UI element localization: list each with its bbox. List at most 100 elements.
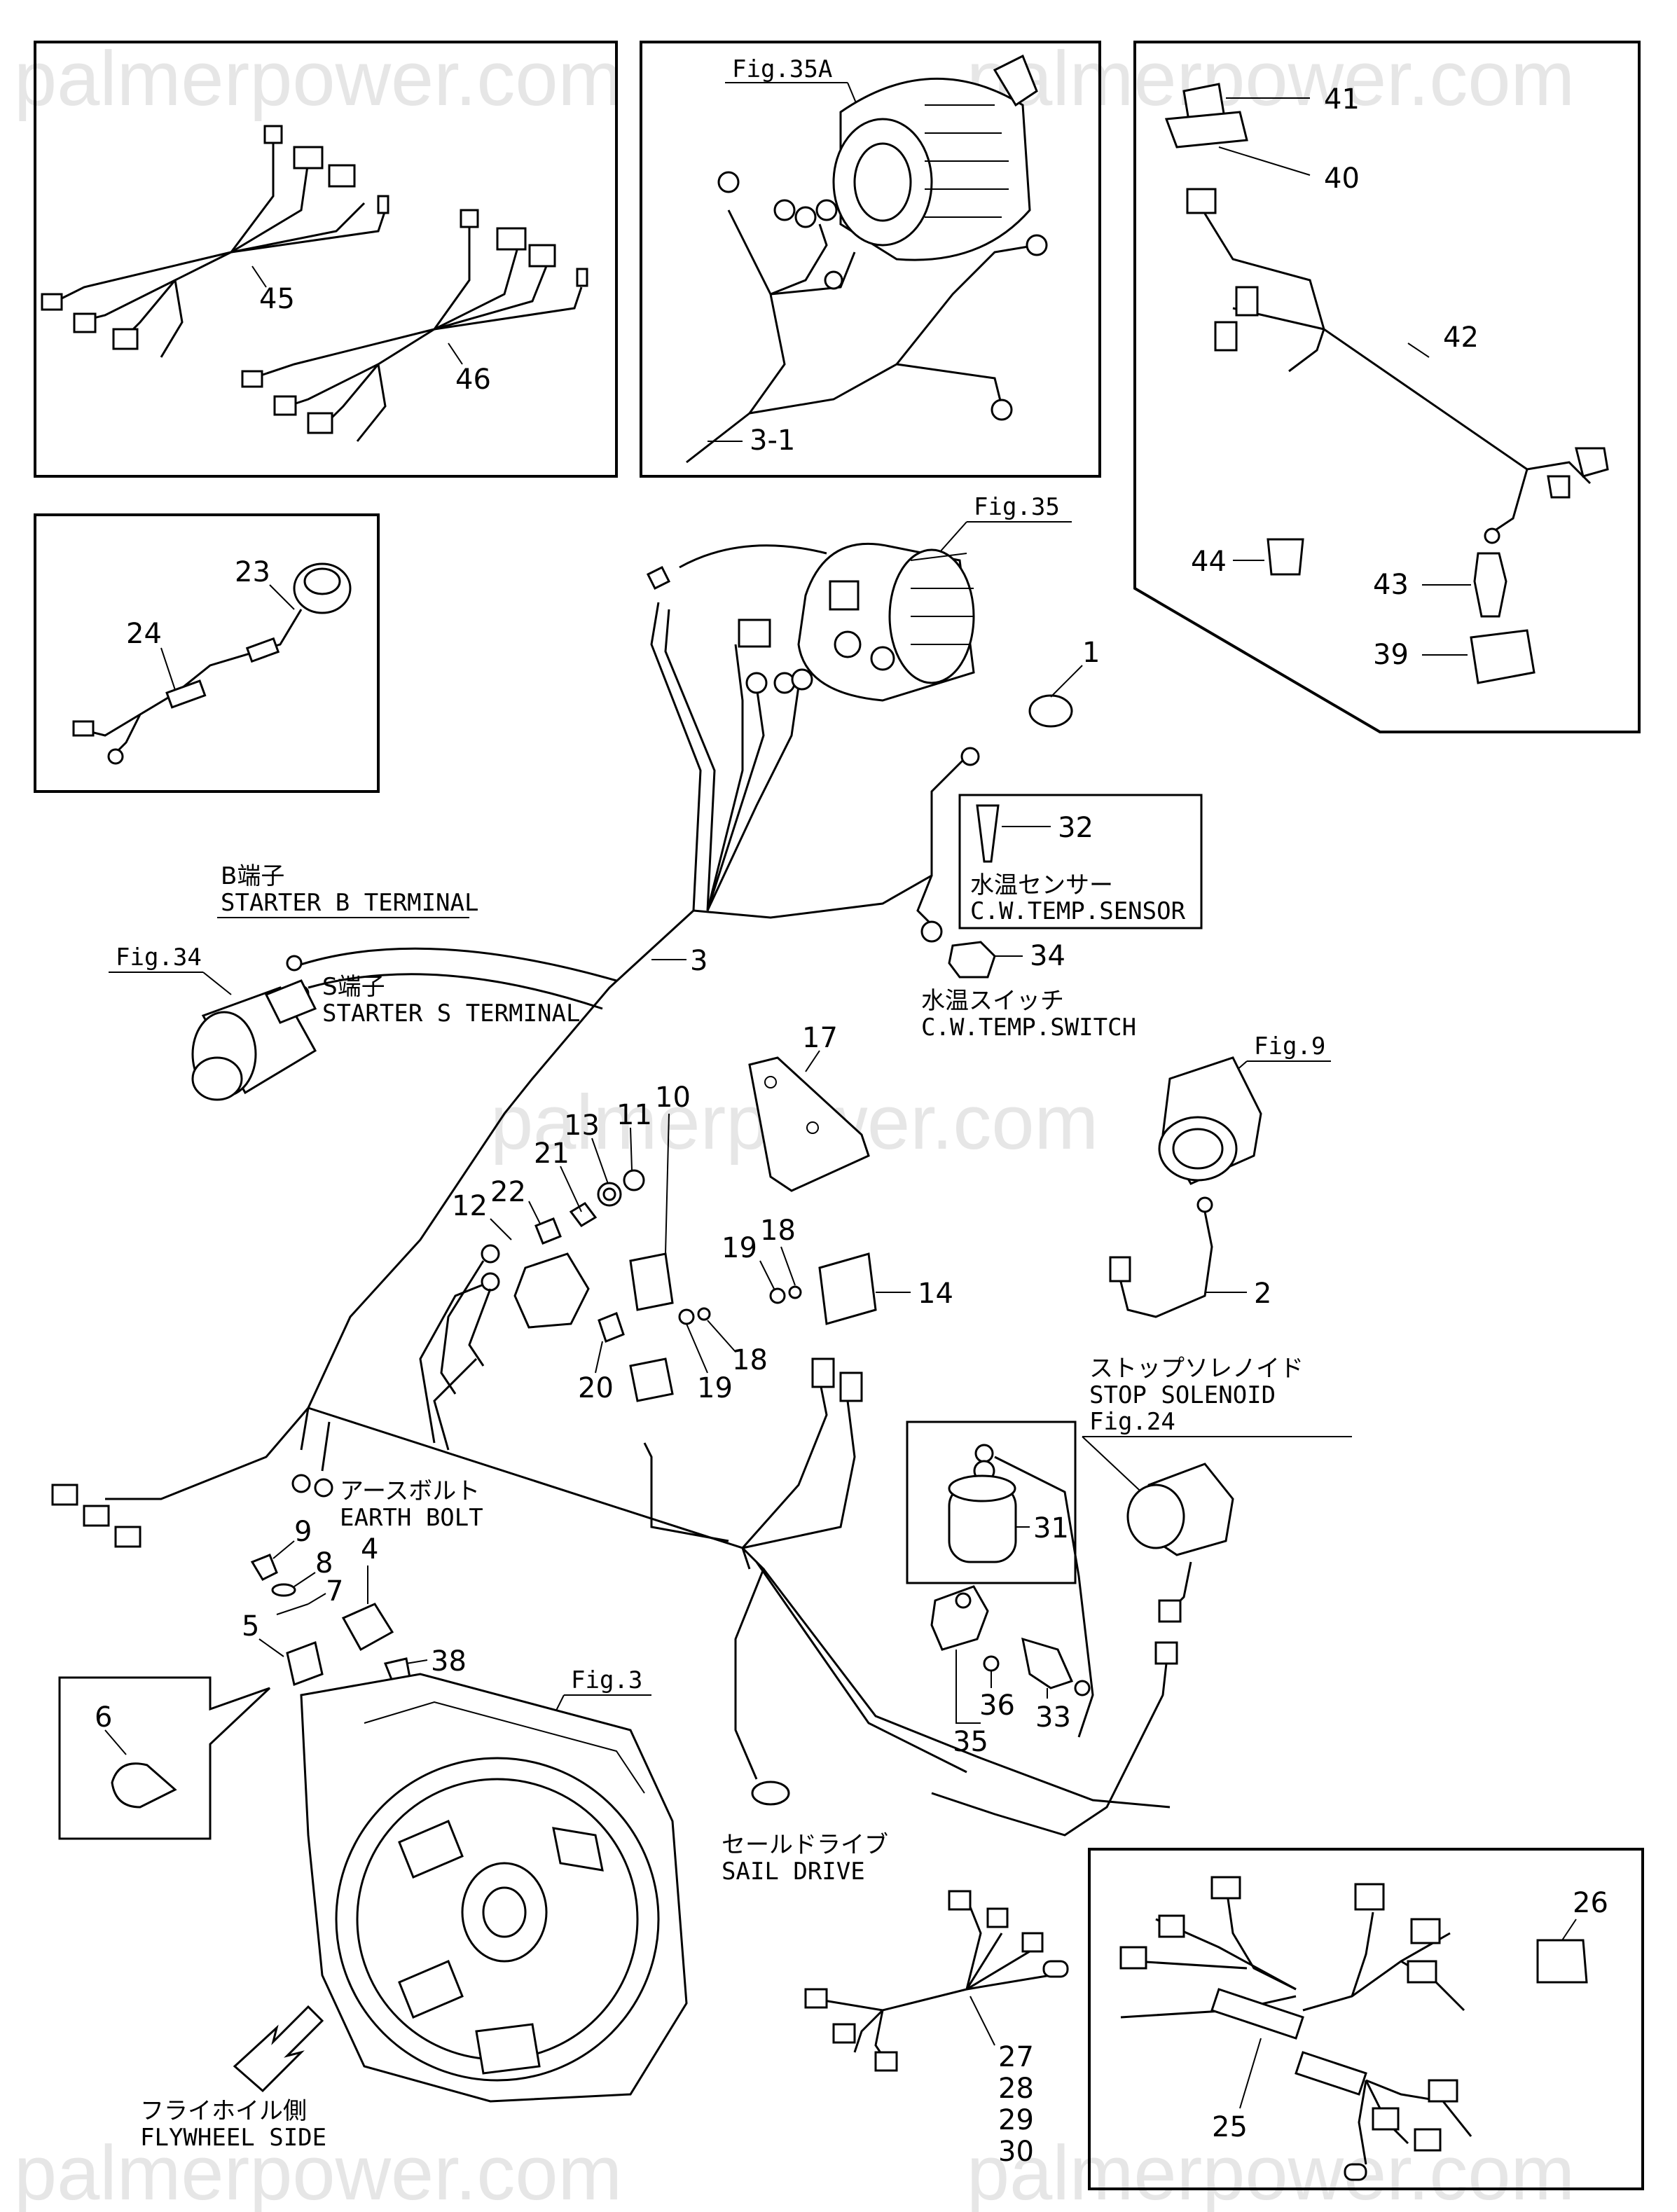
part-number-31: 31 — [1033, 1512, 1069, 1544]
temp-switch-34: 34 水温スイッチ C.W.TEMP.SWITCH — [921, 940, 1136, 1042]
part-43-sensor — [1473, 552, 1507, 618]
part-number-19-upper: 19 — [722, 1232, 757, 1264]
part-number-1: 1 — [1082, 637, 1100, 669]
part-number-35: 35 — [953, 1726, 988, 1758]
small-parts-4-9-38: 9 8 7 4 5 38 — [242, 1516, 467, 1687]
b-terminal-jp: B端子 — [221, 862, 284, 890]
harness-45-drawing — [41, 125, 389, 358]
part-number-19: 19 — [697, 1372, 733, 1404]
stop-solenoid-en: STOP SOLENOID — [1089, 1381, 1276, 1409]
temp-switch-en: C.W.TEMP.SWITCH — [921, 1014, 1136, 1042]
part-number-11: 11 — [616, 1099, 652, 1131]
starter-motor-fig34: Fig.34 — [109, 943, 317, 1101]
flywheel-side-arrow-icon — [233, 2005, 324, 2093]
part-number-14: 14 — [918, 1278, 953, 1310]
part-number-22: 22 — [490, 1176, 526, 1208]
part-number-17: 17 — [802, 1022, 838, 1054]
part-number-21: 21 — [534, 1138, 570, 1170]
sail-drive-jp: セールドライブ — [722, 1831, 888, 1859]
part-number-20: 20 — [578, 1372, 614, 1404]
harness-46-drawing — [241, 209, 588, 442]
s-terminal-en: STARTER S TERMINAL — [322, 1000, 580, 1028]
part-number-30: 30 — [998, 2136, 1034, 2168]
part-number-6: 6 — [95, 1701, 112, 1734]
part-number-46: 46 — [455, 364, 491, 396]
part-number-39: 39 — [1373, 639, 1409, 671]
part-26-relay — [1536, 1939, 1588, 1984]
fig-35a-reference: Fig.35A — [732, 55, 832, 83]
stop-solenoid-jp: ストップソレノイド — [1089, 1355, 1304, 1383]
part-number-9: 9 — [294, 1516, 312, 1548]
watermark-top-right: palmerpower.com — [967, 36, 1575, 122]
flywheel-side-jp: フライホイル側 — [140, 2097, 307, 2125]
alternator-35a-drawing — [832, 54, 1038, 261]
temp-sensor-32-box: 32 水温センサー C.W.TEMP.SENSOR — [958, 794, 1203, 929]
part-number-8: 8 — [315, 1547, 333, 1579]
part-number-13: 13 — [564, 1110, 600, 1142]
flywheel-housing-fig3: Fig.3 — [300, 1666, 688, 2103]
relay-bracket-cluster: 17 11 13 21 22 10 12 20 19 18 — [440, 1022, 953, 1404]
part-number-25: 25 — [1212, 2111, 1248, 2143]
inset-box-harness-45-46: 45 46 — [34, 41, 618, 478]
thermostat-fig9: Fig.9 2 — [1109, 1032, 1331, 1318]
watermark-bottom-left: palmerpower.com — [14, 2130, 622, 2212]
part-number-44: 44 — [1191, 546, 1227, 578]
part-number-18: 18 — [732, 1344, 768, 1376]
part-number-5: 5 — [242, 1610, 259, 1643]
fig-34-reference: Fig.34 — [116, 943, 202, 972]
fig-24-reference: Fig.24 — [1089, 1408, 1175, 1436]
flywheel-side-en: FLYWHEEL SIDE — [140, 2124, 326, 2152]
part-number-2: 2 — [1254, 1278, 1271, 1310]
b-terminal-en: STARTER B TERMINAL — [221, 889, 478, 917]
main-harness-3: 3 — [51, 544, 1171, 1809]
part-41-drawing — [1164, 83, 1248, 148]
earth-bolt-jp: アースボルト — [340, 1477, 480, 1505]
part-number-28: 28 — [998, 2073, 1034, 2105]
part-number-33: 33 — [1035, 1701, 1071, 1734]
part-number-10: 10 — [655, 1081, 691, 1114]
part-number-12: 12 — [452, 1190, 488, 1222]
part-number-29: 29 — [998, 2104, 1034, 2136]
part-number-42: 42 — [1443, 322, 1479, 354]
part-39-adapter — [1470, 629, 1535, 684]
fig-9-reference: Fig.9 — [1254, 1032, 1325, 1060]
fig-35-reference: Fig.35 — [974, 493, 1060, 521]
part-number-32: 32 — [1058, 812, 1093, 844]
part-number-43: 43 — [1373, 569, 1409, 601]
temp-switch-jp: 水温スイッチ — [921, 987, 1064, 1015]
fig-3-reference: Fig.3 — [571, 1666, 642, 1694]
part-number-45: 45 — [259, 283, 295, 315]
part-number-41: 41 — [1324, 83, 1360, 116]
part-number-38: 38 — [431, 1645, 467, 1678]
sail-drive-en: SAIL DRIVE — [722, 1858, 865, 1886]
detail-callout-6: 6 — [58, 1676, 271, 1840]
temp-sensor-en: C.W.TEMP.SENSOR — [970, 897, 1186, 925]
part-number-3: 3 — [690, 945, 708, 977]
part-number-7: 7 — [326, 1575, 343, 1608]
alternator-fig35: Fig.35 — [797, 493, 1072, 702]
inset-box-harness-25-26: 25 26 — [1088, 1848, 1644, 2190]
part-number-40: 40 — [1324, 163, 1360, 195]
part-number-3-1: 3-1 — [750, 424, 795, 457]
part-44-plug — [1267, 538, 1304, 576]
earth-bolt-en: EARTH BOLT — [340, 1504, 483, 1532]
stop-solenoid-section: ストップソレノイド STOP SOLENOID Fig.24 31 36 33 … — [906, 1355, 1352, 1837]
part-number-34: 34 — [1030, 940, 1065, 972]
part-number-36: 36 — [979, 1689, 1015, 1722]
part-1-clamp: 1 — [1028, 637, 1100, 728]
part-number-24: 24 — [126, 618, 162, 650]
watermark-top-left: palmerpower.com — [14, 36, 622, 122]
watermark-bottom-right: palmerpower.com — [967, 2130, 1575, 2212]
part-40-connector — [1186, 188, 1217, 214]
inset-box-harness-23-24: 23 24 — [34, 513, 380, 793]
inset-box-alternator-harness: Fig.35A 3-1 — [640, 41, 1101, 478]
temp-sensor-jp: 水温センサー — [970, 871, 1113, 899]
part-number-18-upper: 18 — [760, 1215, 796, 1247]
part-number-4: 4 — [361, 1533, 378, 1565]
harness-27-30: 27 28 29 30 — [804, 1890, 1069, 2168]
inset-box-sensor-harness: 41 40 42 44 43 39 — [1133, 41, 1641, 733]
part-number-23: 23 — [235, 556, 270, 588]
part-number-27: 27 — [998, 2041, 1034, 2073]
